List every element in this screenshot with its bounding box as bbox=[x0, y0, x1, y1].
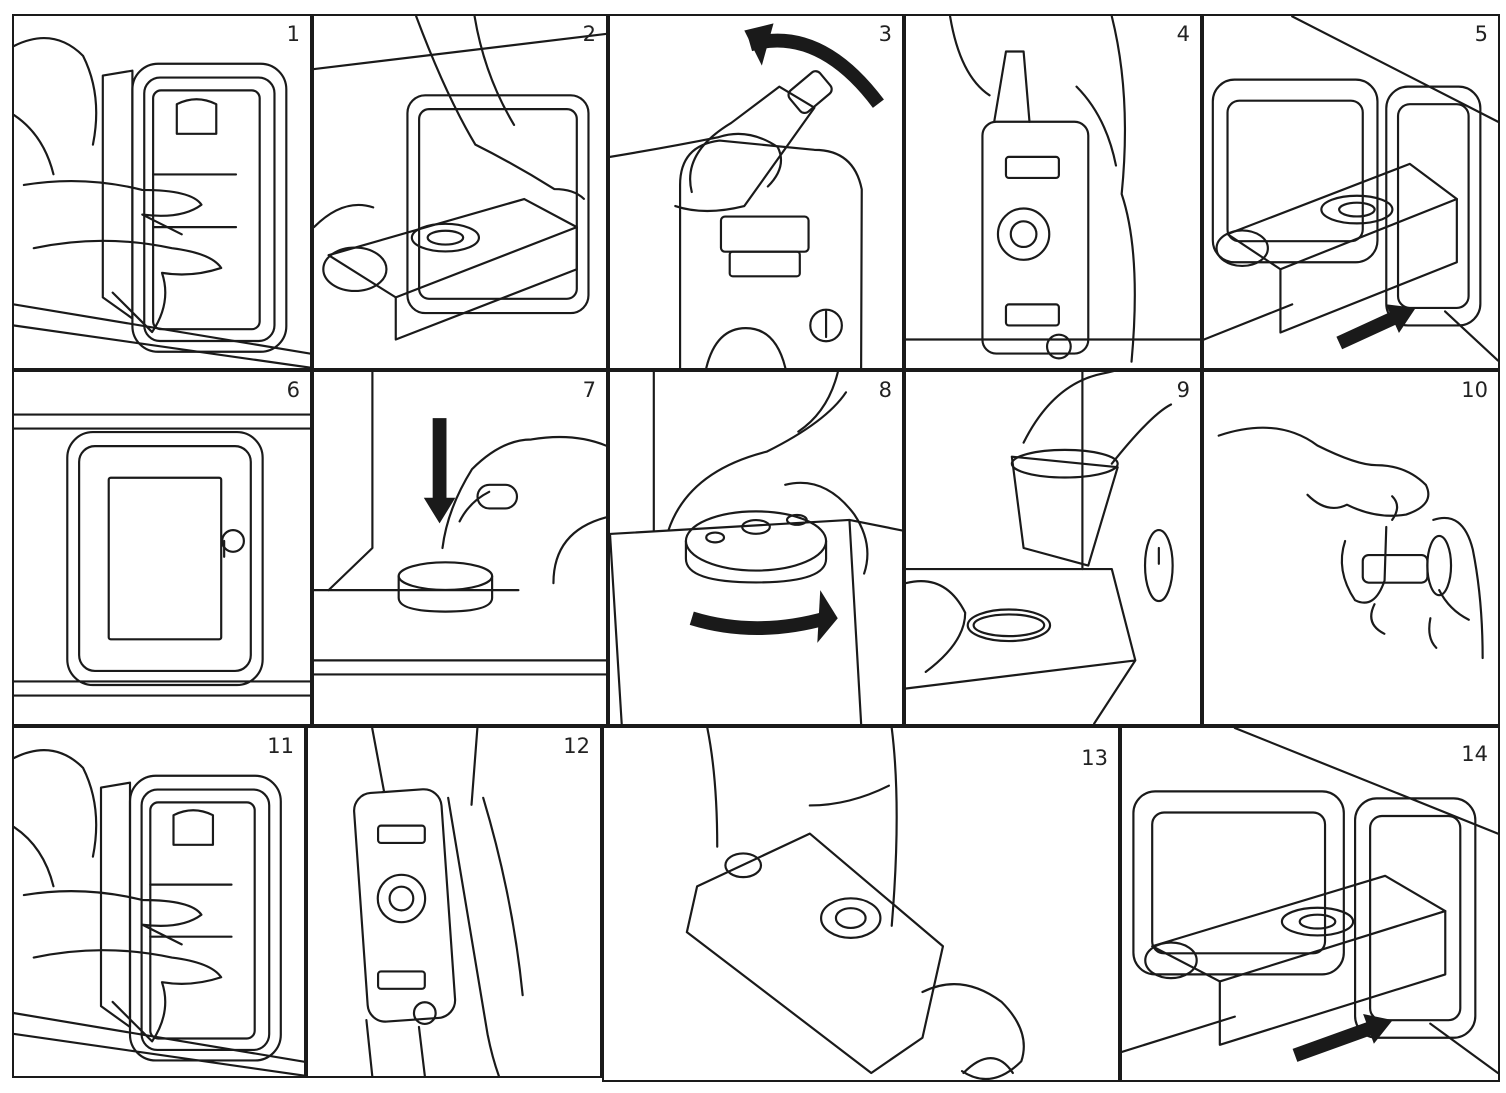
panel-11: 11 bbox=[12, 726, 306, 1078]
illustration-drawer-pull bbox=[314, 16, 606, 341]
illustration-empty-cassette bbox=[685, 728, 1025, 1080]
step-number: 6 bbox=[286, 378, 300, 402]
step-number: 9 bbox=[1176, 378, 1190, 402]
illustration-carry-upright bbox=[353, 728, 524, 1076]
panel-12: 12 bbox=[306, 726, 602, 1078]
illustration-cassette-insert bbox=[1204, 16, 1498, 362]
illustration-remove-lid bbox=[906, 372, 1174, 724]
step-number: 7 bbox=[582, 378, 596, 402]
step-number: 10 bbox=[1461, 378, 1488, 402]
panel-8: 8 bbox=[608, 370, 904, 726]
step-number: 3 bbox=[878, 22, 892, 46]
illustration-turn-cap bbox=[610, 372, 902, 724]
step-number: 8 bbox=[878, 378, 892, 402]
step-number: 14 bbox=[1461, 742, 1488, 766]
illustration-drawer-open bbox=[14, 37, 310, 368]
panel-7: 7 bbox=[312, 370, 608, 726]
panel-5: 5 bbox=[1202, 14, 1500, 370]
panel-10: 10 bbox=[1202, 370, 1500, 726]
step-number: 1 bbox=[286, 22, 300, 46]
illustration-cassette-upright bbox=[906, 16, 1200, 363]
step-number: 13 bbox=[1081, 746, 1108, 770]
panel-1: 1 bbox=[12, 14, 312, 370]
illustration-closed-door bbox=[14, 413, 310, 697]
illustration-cassette-insert bbox=[1122, 728, 1498, 1075]
panel-9: 9 bbox=[904, 370, 1202, 726]
panel-4: 4 bbox=[904, 14, 1202, 370]
illustration-pour-bottle bbox=[610, 23, 884, 368]
illustration-press-cap bbox=[314, 372, 606, 676]
panel-14: 14 bbox=[1120, 726, 1500, 1082]
panel-2: 2 bbox=[312, 14, 608, 370]
step-number: 11 bbox=[267, 734, 294, 758]
step-number: 5 bbox=[1474, 22, 1488, 46]
illustration-drawer-open bbox=[14, 749, 304, 1076]
step-number: 2 bbox=[582, 22, 596, 46]
panel-3: 3 bbox=[608, 14, 904, 370]
step-number: 12 bbox=[563, 734, 590, 758]
step-number: 4 bbox=[1176, 22, 1190, 46]
panel-13: 13 bbox=[602, 726, 1120, 1082]
panel-6: 6 bbox=[12, 370, 312, 726]
illustration-turn-valve bbox=[1217, 426, 1484, 660]
